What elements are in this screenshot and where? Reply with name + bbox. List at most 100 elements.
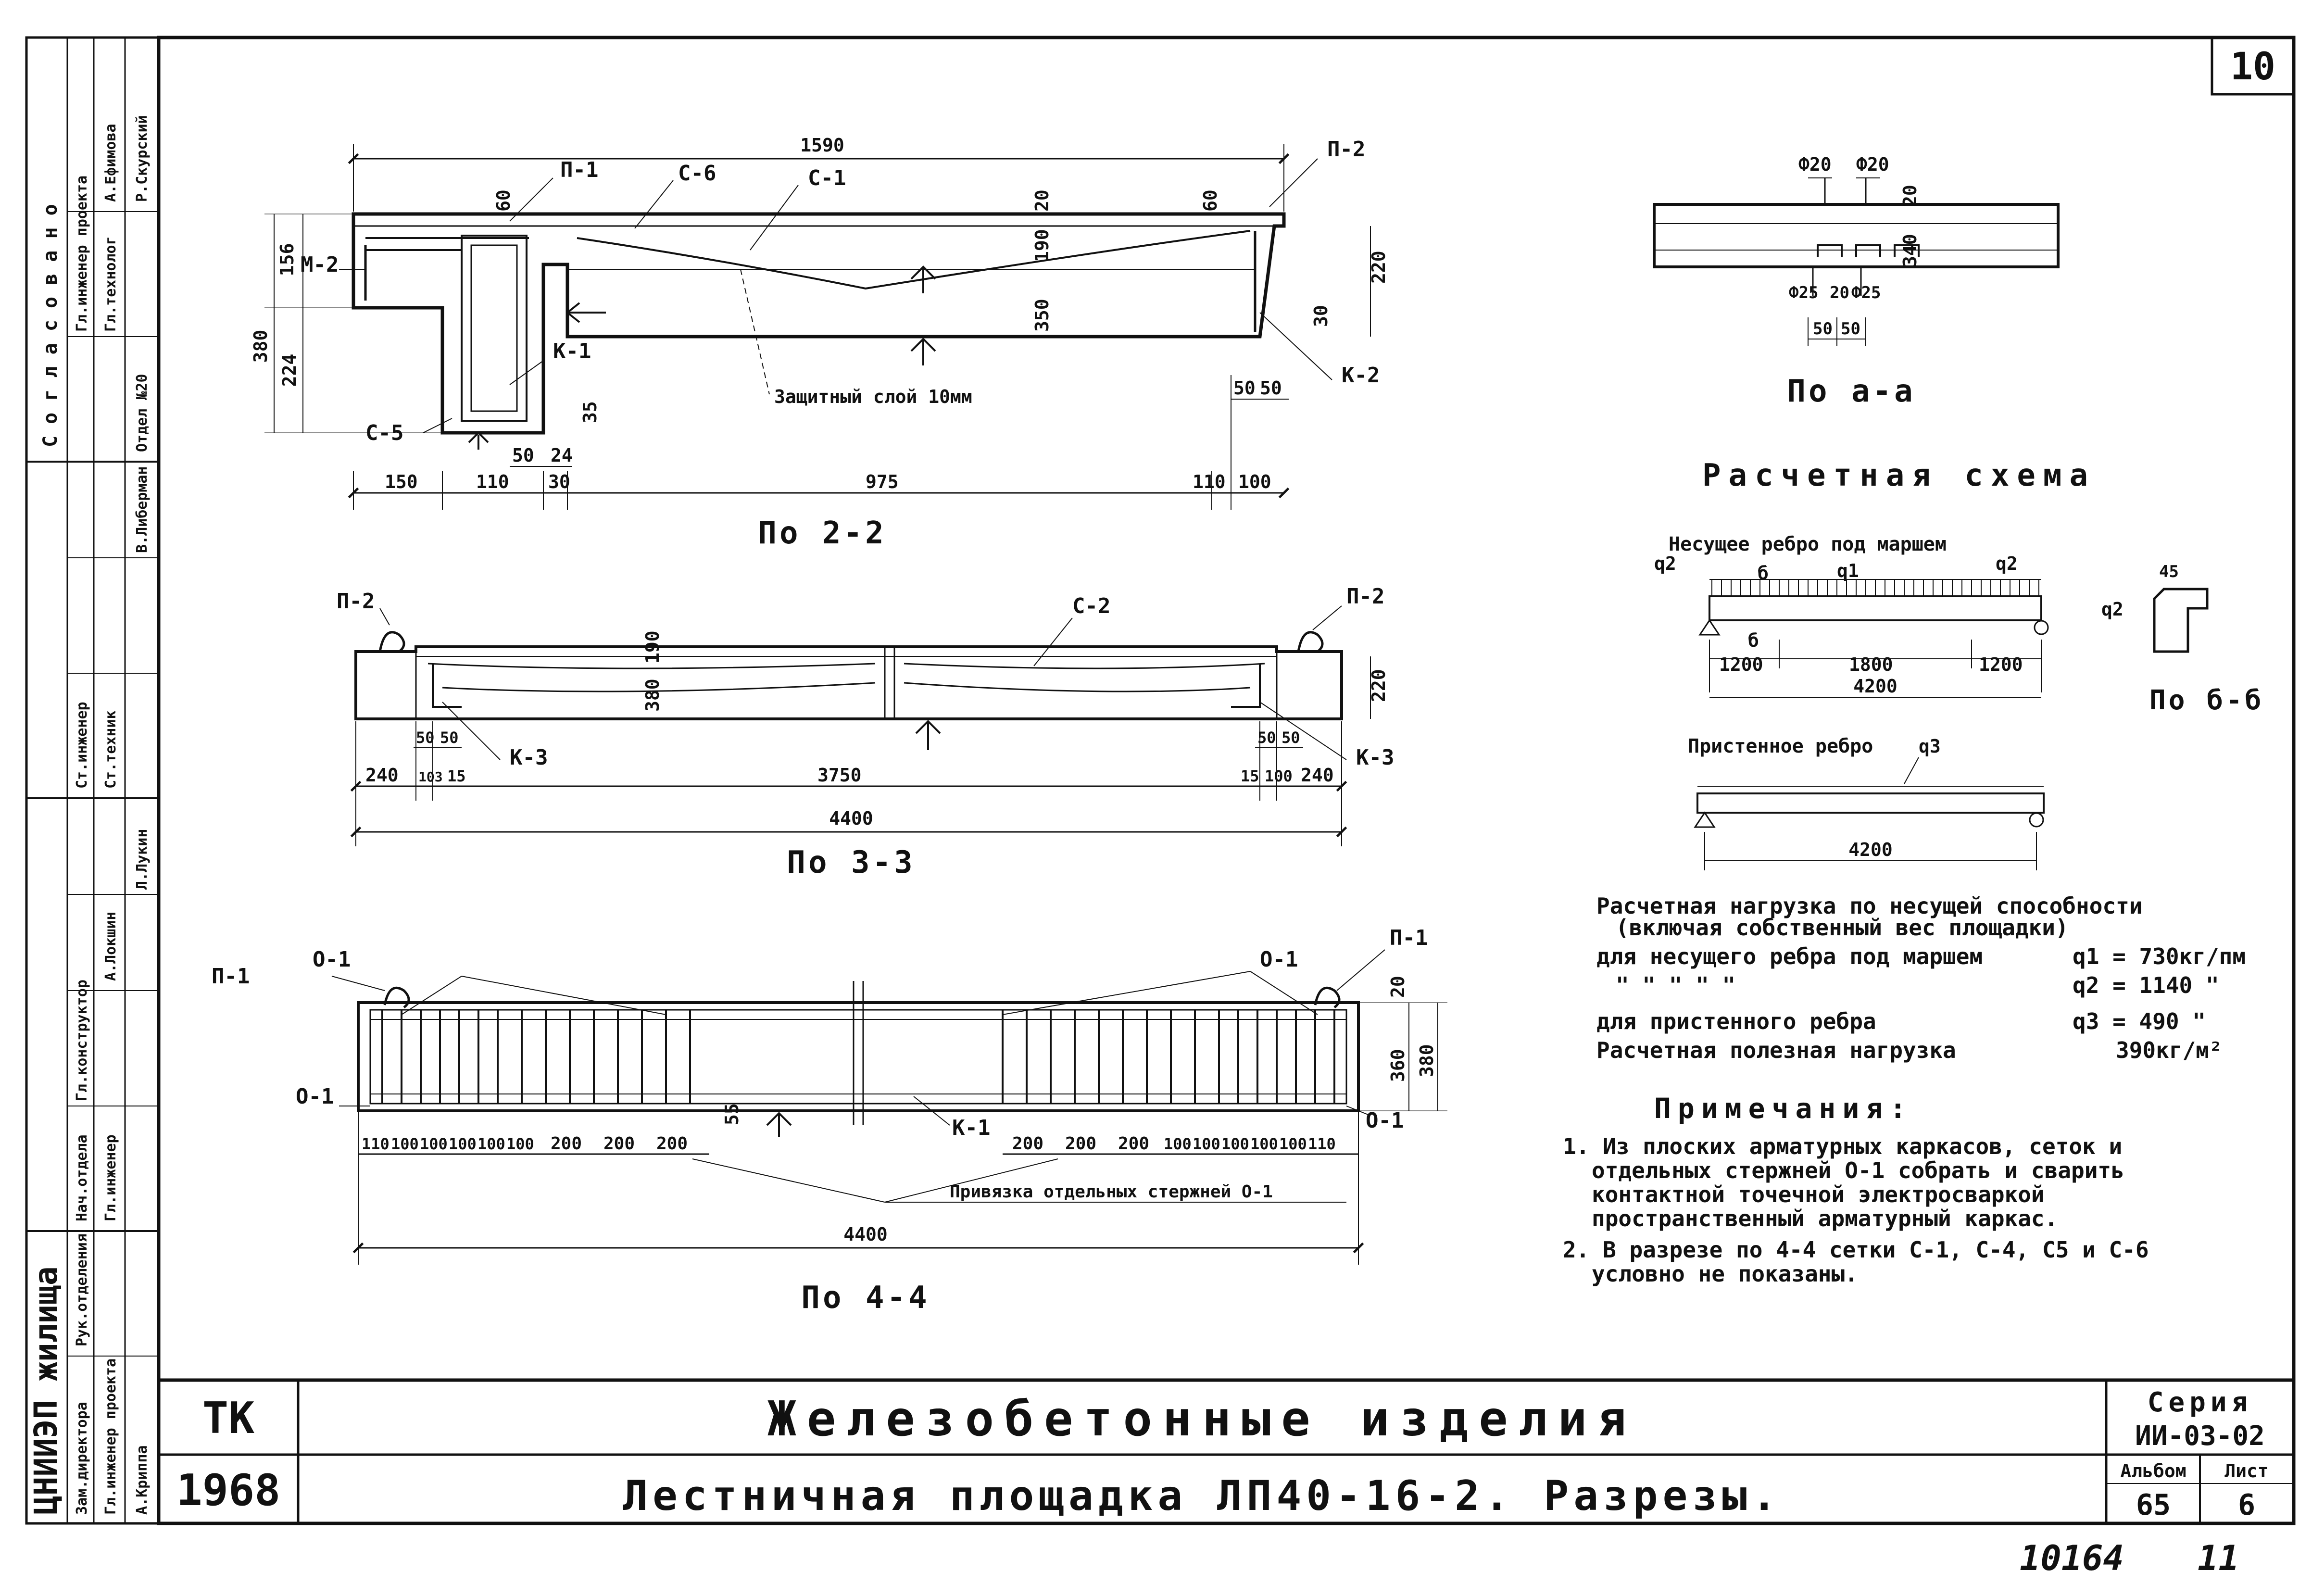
a-d50b: 50 (1841, 319, 1860, 339)
notes-block: Примечания: 1. Из плоских арматурных кар… (1563, 1092, 2149, 1287)
lbl-c6: С-6 (678, 161, 716, 186)
dl-3: 100 (449, 1135, 477, 1153)
lbl-p2a: П-2 (337, 589, 375, 614)
sheet-frame (157, 36, 2296, 1525)
stamp-c4-4: А.Ефимова (102, 124, 119, 202)
lbl-k3b: К-3 (1356, 745, 1394, 770)
note-1a: 1. Из плоских арматурных каркасов, сеток… (1563, 1133, 2122, 1159)
span-0: 1200 (1719, 654, 1763, 675)
stamp-c1-3: А.Криппа (134, 1445, 151, 1515)
mid-dim-190: 190 (642, 630, 663, 664)
tb-code: ТК (202, 1393, 254, 1444)
dim-60b: 60 (1200, 189, 1221, 212)
a-phi20a: Ф20 (1798, 154, 1832, 175)
mid-dim-15: 15 (447, 767, 466, 785)
calc-scheme: Расчетная схема Несущее ребро под маршем… (1654, 458, 2088, 870)
a-d50a: 50 (1813, 319, 1833, 339)
bot-dim-360: 360 (1387, 1049, 1408, 1082)
bot-dim-55: 55 (721, 1103, 742, 1125)
span-1: 1800 (1849, 654, 1893, 675)
lbl-p1-4: П-1 (212, 964, 250, 989)
tb-year: 1968 (176, 1465, 281, 1516)
side-stamp: ЦНИИЭП жилища С о г л а с о в а н о Зам.… (25, 36, 160, 1525)
span-2: 1200 (1979, 654, 2023, 675)
dr-2: 200 (1118, 1134, 1149, 1154)
dim-220: 220 (1368, 251, 1389, 284)
dim-50b: 50 (1233, 377, 1256, 399)
dim-20: 20 (1031, 189, 1053, 212)
o1-note: Привязка отдельных стержней О-1 (950, 1182, 1273, 1202)
lbl-p2b: П-2 (1346, 584, 1384, 609)
stamp-c3-1: Ст.техник (102, 710, 119, 789)
total-4200: 4200 (1853, 676, 1897, 697)
stamp-c2-0: Нач.отдела (74, 1134, 90, 1221)
loads-r2-label: " " " " " (1616, 972, 1735, 998)
mid-dim-50b: 50 (440, 729, 459, 747)
dr-6: 100 (1250, 1135, 1278, 1153)
stamp-c2-3: А.Локшин (102, 912, 119, 981)
section-4-4: П-1 О-1 О-1 П-1 О-1 О-1 К-1 20 360 380 5… (212, 926, 1447, 1316)
b-q2: q2 (2101, 599, 2124, 620)
calc-q3: q3 (1919, 736, 1941, 757)
mid-dim-380: 380 (642, 679, 663, 712)
sheet-number-box (2211, 36, 2295, 96)
dim-975: 975 (866, 471, 899, 492)
loads-r4-label: Расчетная полезная нагрузка (1596, 1037, 1956, 1063)
dl-6: 200 (551, 1134, 582, 1154)
mid-dim-50c: 50 (1257, 729, 1276, 747)
lbl-o1d: О-1 (1366, 1108, 1404, 1133)
dr-3: 100 (1164, 1135, 1192, 1153)
dim-50a: 50 (512, 445, 534, 466)
tb-main-title: Железобетонные изделия (767, 1391, 1637, 1447)
title-4-4: По 4-4 (801, 1280, 930, 1316)
lbl-c2: С-2 (1072, 594, 1110, 618)
a-phi25a: Ф25 (1789, 283, 1818, 302)
a-d20: 20 (1899, 185, 1921, 207)
a-d340: 340 (1899, 234, 1921, 267)
loads-r4-value: 390кг/м² (2116, 1037, 2223, 1063)
lbl-p1: П-1 (560, 158, 598, 182)
stamp-c4-2: Гл.инженер проекта (74, 176, 90, 332)
tb-series-value: ИИ-03-02 (2135, 1420, 2265, 1452)
dr-1: 200 (1065, 1134, 1096, 1154)
stamp-c4-3: Р.Скурский (134, 115, 151, 202)
footer-num: 10164 (2020, 1538, 2124, 1578)
loads-r2-value: q2 = 1140 " (2073, 972, 2219, 998)
tb-sheet-label: Лист (2224, 1460, 2269, 1482)
tb-series-label: Серия (2148, 1387, 2253, 1418)
mid-dim-50a: 50 (416, 729, 435, 747)
tb-album-value: 65 (2136, 1488, 2171, 1522)
dim-224: 224 (279, 354, 300, 387)
section-3-3: П-2 С-2 П-2 К-3 К-3 380 190 220 50 50 50… (337, 584, 1394, 880)
title-2-2: По 2-2 (758, 515, 886, 551)
dl-7: 200 (603, 1134, 635, 1154)
lbl-k1: К-1 (553, 339, 591, 364)
dl-4: 100 (477, 1135, 505, 1153)
loads-line1: Расчетная нагрузка по несущей способност… (1596, 893, 2142, 919)
dim-1590-text: 1590 (800, 135, 844, 156)
stamp-org: ЦНИИЭП жилища (27, 1266, 64, 1515)
note-1d: пространственный арматурный каркас. (1592, 1206, 2058, 1232)
section-b-b: q2 45 По б-б (2101, 562, 2261, 716)
lbl-k2: К-2 (1342, 363, 1380, 388)
mid-dim-100: 100 (1265, 767, 1293, 785)
note-1c: контактной точечной электросваркой (1592, 1181, 2045, 1207)
footer-page: 11 (2198, 1538, 2239, 1578)
dim-110: 110 (476, 471, 509, 492)
calc-q2b: q2 (1996, 553, 2018, 574)
stamp-c2-4: Л.Лукин (134, 829, 151, 890)
dl-1: 100 (391, 1135, 419, 1153)
stamp-c2-2: Гл.инженер (102, 1134, 119, 1221)
dr-5: 100 (1221, 1135, 1249, 1153)
loads-r3-value: q3 = 490 " (2073, 1008, 2206, 1034)
dim-30: 30 (1310, 305, 1332, 327)
stamp-c4-0: Отдел №20 (134, 374, 151, 452)
lbl-p1b: П-1 (1390, 926, 1428, 950)
note-1b: отдельных стержней О-1 собрать и сварить (1592, 1157, 2124, 1183)
lbl-m2: М-2 (301, 252, 339, 277)
bot-dim-20: 20 (1387, 976, 1408, 998)
stamp-c1-0: Зам.директора (74, 1402, 90, 1515)
dim-190: 190 (1031, 229, 1053, 262)
mid-dim-15b: 15 (1241, 767, 1259, 785)
notes-title: Примечания: (1654, 1092, 1913, 1125)
